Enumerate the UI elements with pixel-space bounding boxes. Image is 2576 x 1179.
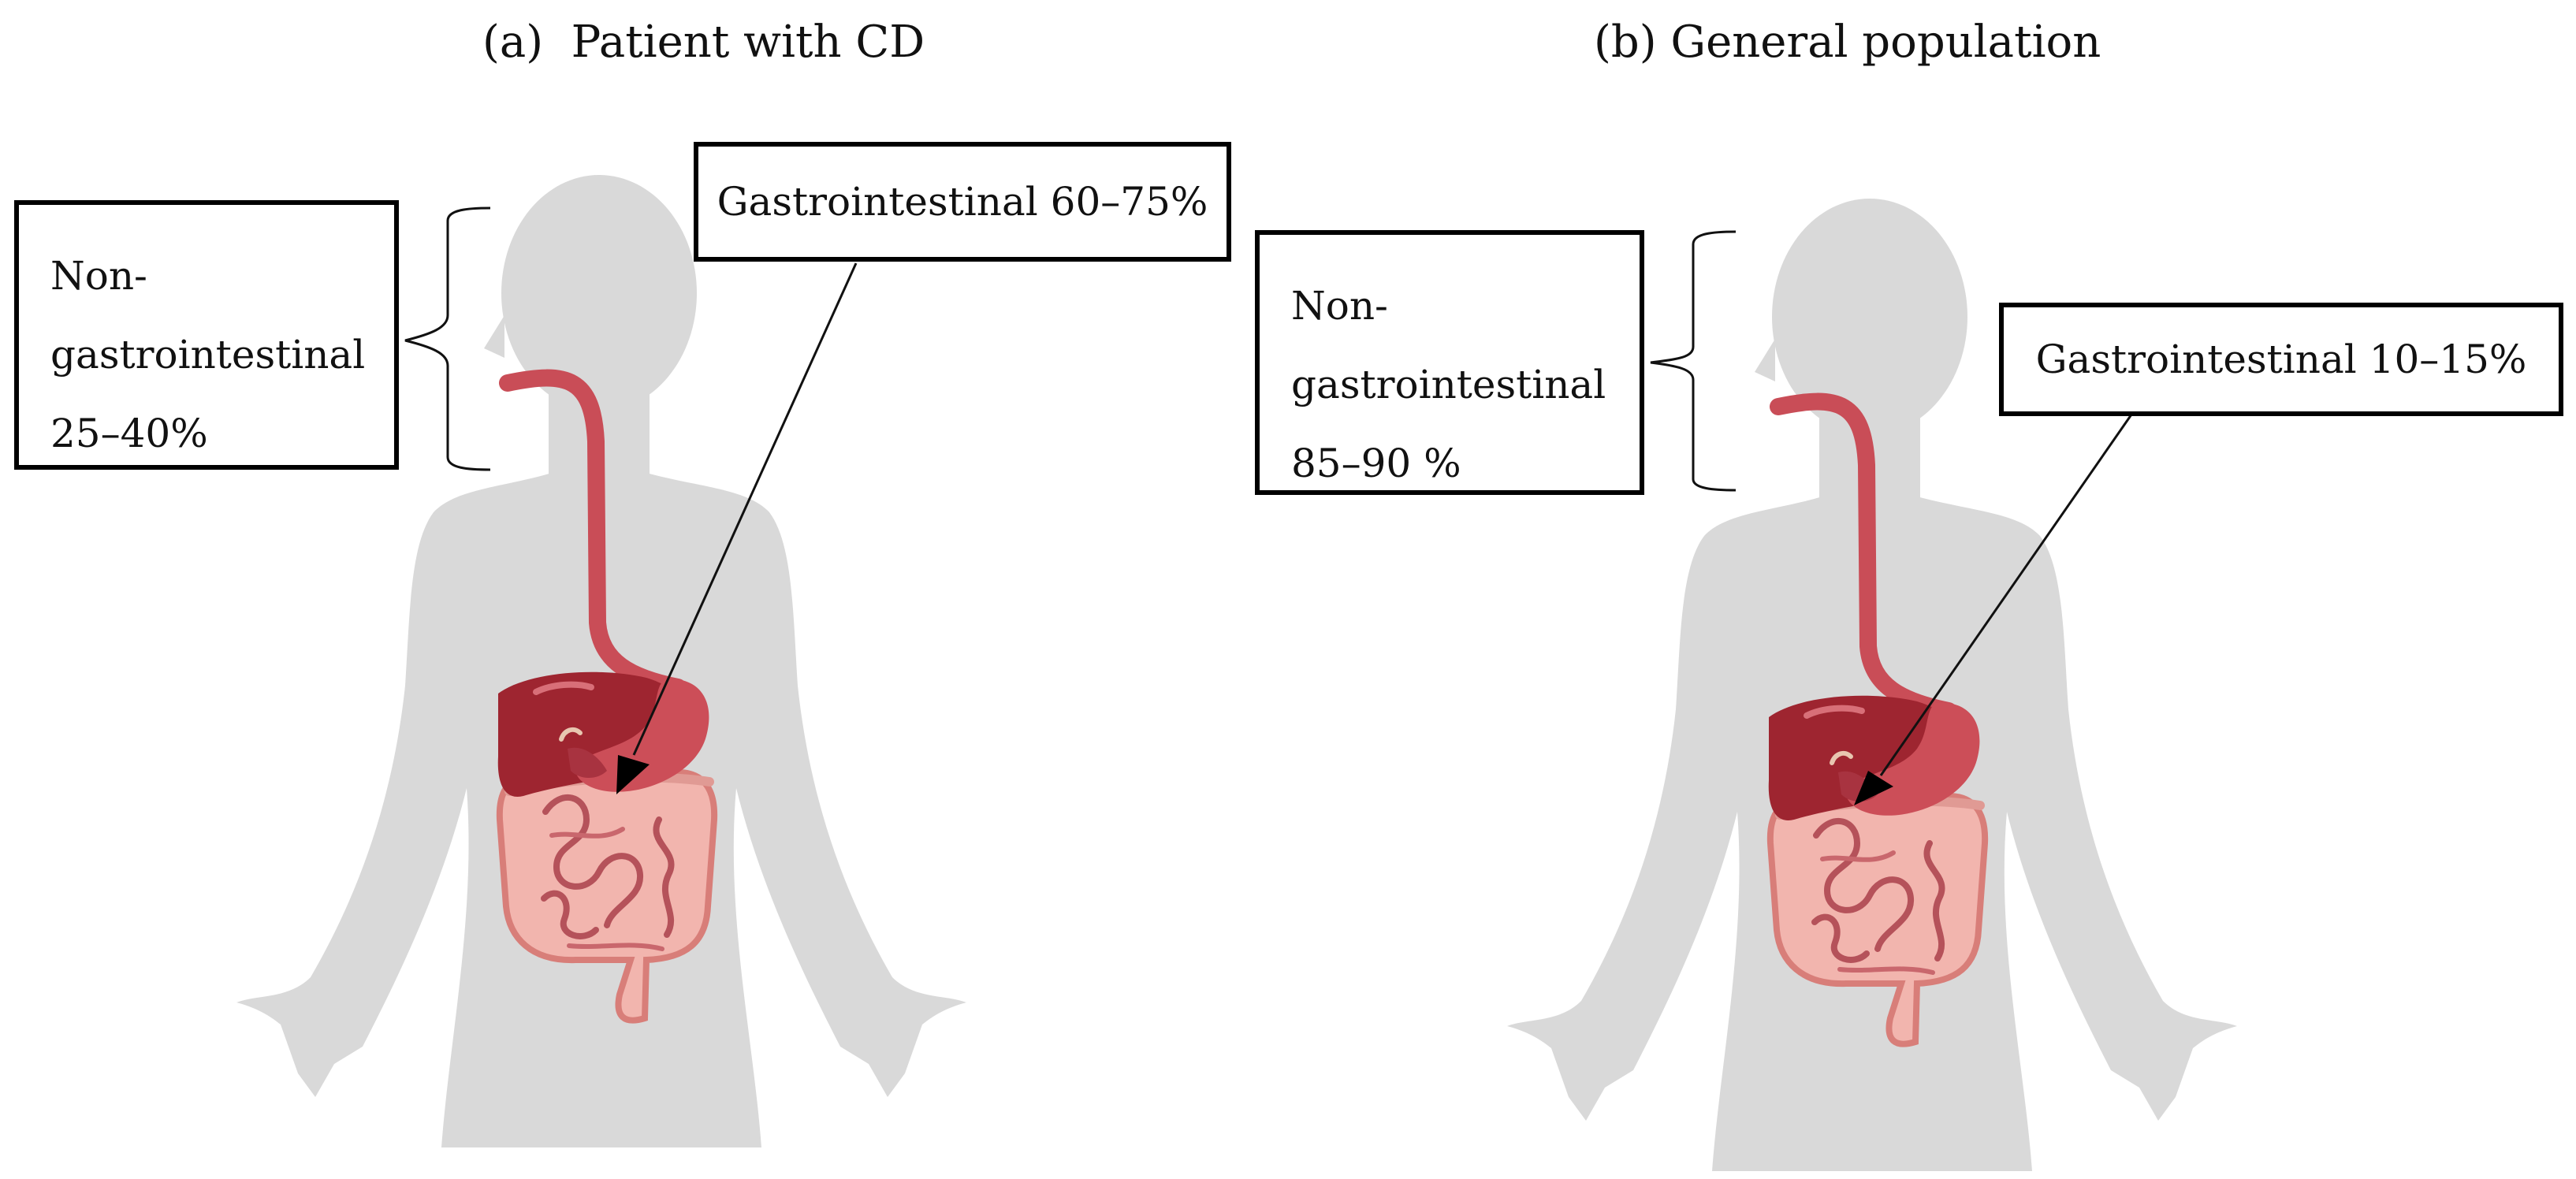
- label-line: Non-: [1291, 283, 1388, 329]
- label-line: 85–90 %: [1291, 441, 1461, 486]
- panel-a-non-gastrointestinal-label: Non- gastrointestinal 25–40%: [14, 200, 399, 470]
- panel-b-non-gastrointestinal-label: Non- gastrointestinal 85–90 %: [1255, 230, 1644, 495]
- arrow-icon: [1854, 414, 2133, 805]
- label-line: gastrointestinal: [1291, 362, 1606, 407]
- panel-a-title: (a) Patient with CD: [482, 17, 925, 68]
- curly-brace-icon: [404, 206, 491, 471]
- label-line: Non-: [50, 253, 147, 299]
- curly-brace-icon: [1650, 230, 1737, 492]
- panel-b-gastrointestinal-label: Gastrointestinal 10–15%: [1999, 303, 2563, 416]
- label-line: 25–40%: [50, 411, 208, 456]
- label-line: gastrointestinal: [50, 332, 366, 378]
- panel-a-gastrointestinal-label: Gastrointestinal 60–75%: [694, 142, 1231, 262]
- arrow-icon: [616, 262, 858, 794]
- panel-b-title: (b) General population: [1594, 17, 2101, 68]
